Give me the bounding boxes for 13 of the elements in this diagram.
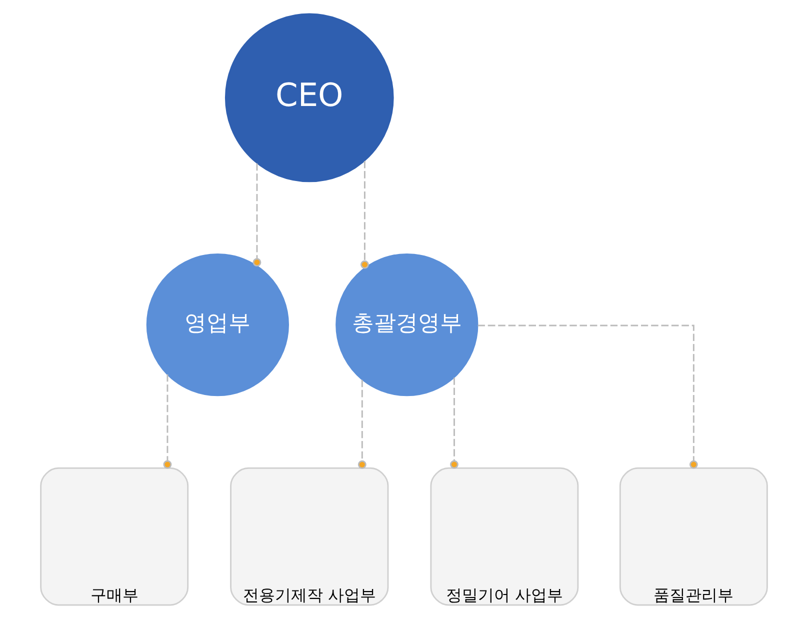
connector — [477, 324, 698, 469]
connector — [360, 160, 368, 269]
node-box: 정밀기어 사업부 — [430, 467, 578, 606]
connector — [357, 380, 366, 469]
connector — [450, 378, 458, 469]
node-circle: CEO — [224, 13, 394, 182]
node-box: 품질관리부 — [618, 467, 768, 606]
node-box: 구매부 — [40, 467, 188, 606]
node-circle: 총괄경영부 — [335, 253, 478, 396]
node-circle: 영업부 — [146, 253, 288, 396]
node-box: 전용기제작 사업부 — [230, 467, 388, 606]
connector — [162, 374, 172, 469]
connector — [252, 163, 261, 267]
